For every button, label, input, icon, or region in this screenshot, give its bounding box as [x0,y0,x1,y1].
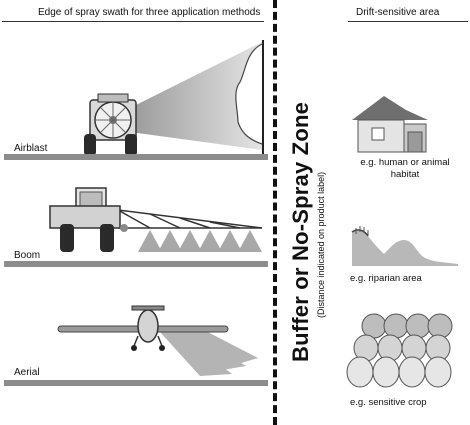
tractor-icon [49,187,128,252]
crop-icon [346,313,453,388]
left-header-underline [2,21,264,22]
house-icon [352,96,428,153]
ground-boom [4,261,268,267]
left-header: Edge of spray swath for three applicatio… [38,7,261,18]
boom-illustration [49,187,263,252]
tree-icon [235,40,264,156]
ground-airblast [4,154,268,160]
airblast-spray-cone [130,42,262,150]
aerial-illustration [57,305,258,376]
buffer-zone-subtitle: (Distance indicated on product label) [316,171,326,318]
caption-riparian: e.g. riparian area [350,273,422,284]
boom-arm-icon [117,209,263,229]
buffer-zone-title: Buffer or No-Spray Zone [288,101,313,362]
caption-crop: e.g. sensitive crop [350,397,427,408]
buffer-divider-line [273,0,277,425]
ground-aerial [4,380,268,386]
right-header-underline [348,21,468,22]
airplane-icon [57,305,229,351]
method-label-airblast: Airblast [14,143,48,154]
right-header: Drift-sensitive area [356,7,440,18]
method-label-boom: Boom [14,250,41,261]
airblast-illustration [84,40,264,156]
aerial-spray-streaks [160,326,258,376]
airblast-sprayer-icon [84,93,137,156]
riparian-icon [351,226,458,266]
buffer-zone: Buffer or No-Spray Zone (Distance indica… [288,50,326,370]
caption-habitat: e.g. human or animal habitat [360,157,450,180]
method-label-aerial: Aerial [14,367,40,378]
boom-spray-pattern [138,230,262,252]
